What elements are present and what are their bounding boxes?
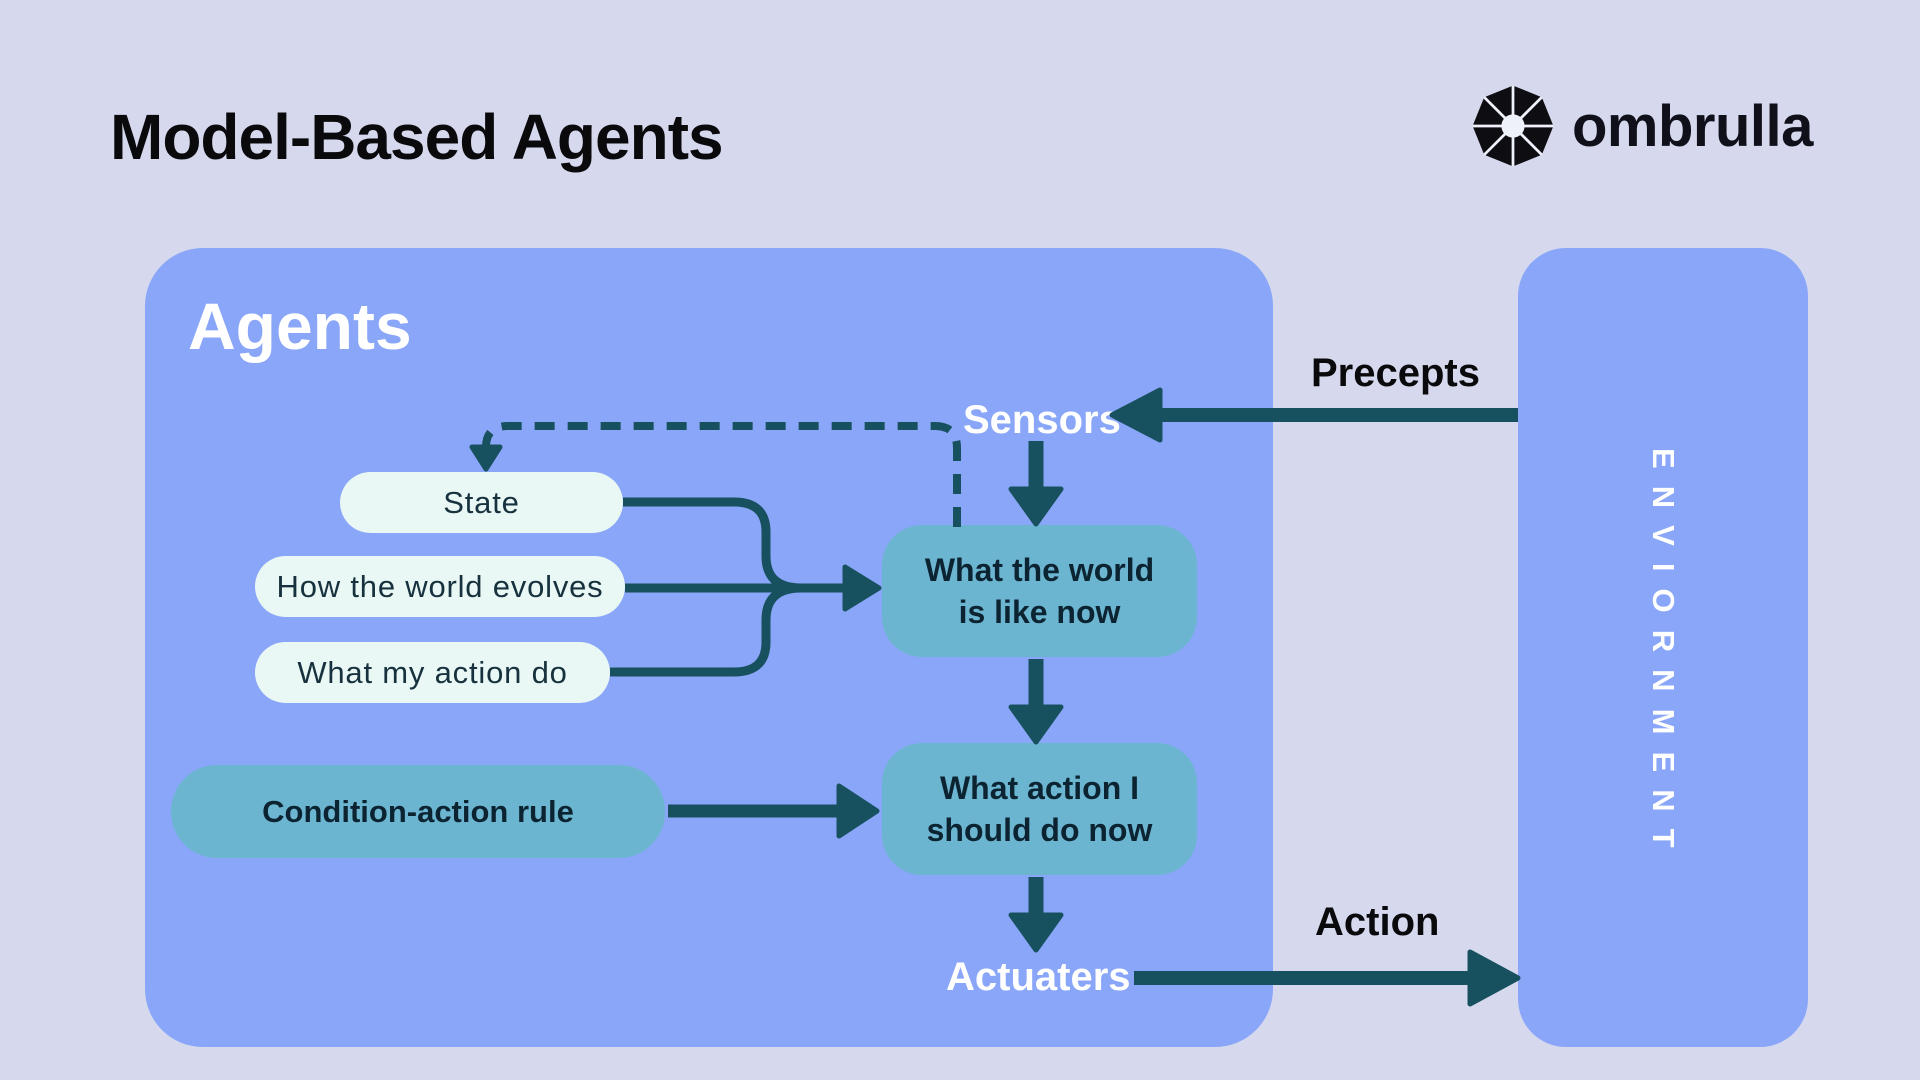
model-box-how-world-evolves-label: How the world evolves bbox=[276, 568, 604, 604]
process-box-action-now: What action I should do now bbox=[882, 743, 1197, 875]
model-box-what-my-action-do: What my action do bbox=[255, 642, 610, 703]
process-box-condition-rule: Condition-action rule bbox=[171, 765, 665, 858]
sensors-label: Sensors bbox=[963, 398, 1121, 442]
environment-panel: ENVIORNMENT bbox=[1518, 248, 1808, 1047]
process-box-world-now-line1: What the world bbox=[924, 552, 1155, 588]
process-box-world-now: What the world is like now bbox=[882, 525, 1197, 657]
process-box-world-now-line2: is like now bbox=[958, 594, 1121, 630]
page-title: Model-Based Agents bbox=[110, 101, 724, 173]
actuators-label: Actuaters bbox=[946, 955, 1131, 999]
agents-panel-title: Agents bbox=[188, 289, 412, 363]
brand-name: ombrulla bbox=[1572, 93, 1813, 159]
percepts-label: Precepts bbox=[1311, 351, 1480, 395]
process-box-condition-rule-label: Condition-action rule bbox=[262, 793, 574, 829]
model-box-state: State bbox=[340, 472, 623, 533]
environment-panel-title: ENVIORNMENT bbox=[1646, 447, 1681, 865]
umbrella-octagon-icon bbox=[1470, 83, 1556, 169]
process-box-action-now-line1: What action I bbox=[939, 770, 1140, 806]
brand-logo: ombrulla bbox=[1470, 82, 1813, 170]
model-box-what-my-action-do-label: What my action do bbox=[297, 654, 568, 690]
process-box-action-now-line2: should do now bbox=[926, 812, 1153, 848]
model-box-how-world-evolves: How the world evolves bbox=[255, 556, 625, 617]
action-label: Action bbox=[1315, 900, 1440, 944]
model-box-state-label: State bbox=[443, 484, 520, 520]
